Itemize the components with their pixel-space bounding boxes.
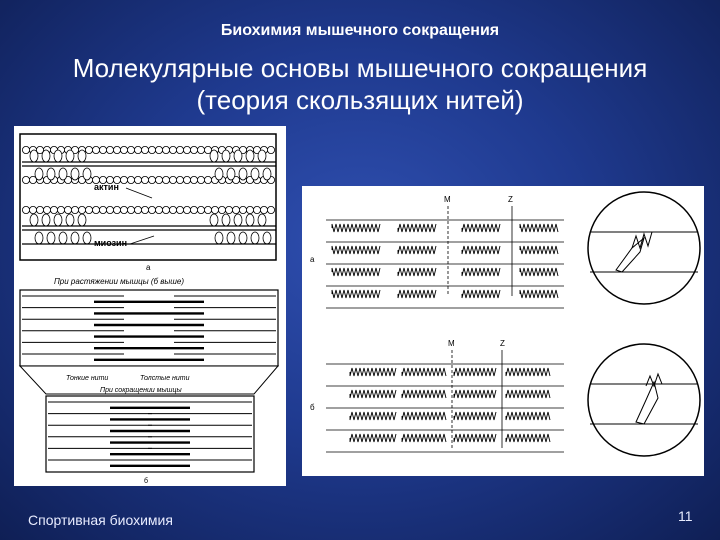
slide-title: Молекулярные основы мышечного сокращения… [0, 52, 720, 116]
caption-a: а [146, 263, 151, 272]
sarcomere-bands-contracted [326, 363, 564, 453]
zoom-circle-contracted [587, 343, 701, 457]
right-figure-svg: M Z а M Z б [310, 191, 701, 457]
label-b: б [310, 403, 315, 412]
caption-b: б [144, 477, 148, 485]
z-label-top: Z [508, 195, 513, 204]
z-label-bottom: Z [500, 339, 505, 348]
stretched-filaments [22, 295, 276, 362]
transition-outline [18, 365, 280, 395]
sliding-filament-diagram: актин миозин а При растяжении мышцы (б в… [14, 126, 286, 486]
cross-bridge-relaxed [615, 236, 645, 273]
myosin-label: миозин [94, 238, 127, 248]
m-label-bottom: M [448, 339, 455, 348]
caption-stretch: При растяжении мышцы (б выше) [54, 277, 184, 286]
left-figure-svg: актин миозин а При растяжении мышцы (б в… [18, 133, 280, 485]
myosin-filaments [22, 149, 276, 245]
page-number: 11 [678, 508, 693, 524]
thin-filaments-label: Тонкие нити [66, 375, 108, 382]
zoom-circle-relaxed [587, 191, 701, 305]
m-label-top: M [444, 195, 451, 204]
slide-header: Биохимия мышечного сокращения [220, 22, 500, 39]
contracted-filaments [48, 401, 252, 467]
title-line-1: Молекулярные основы мышечного сокращения [72, 53, 648, 83]
cross-bridge-contracted [635, 380, 659, 425]
thick-filaments-label: Толстые нити [140, 375, 190, 382]
label-a: а [310, 255, 315, 264]
title-line-2: (теория скользящих нитей) [196, 85, 524, 115]
actin-label: актин [94, 182, 119, 192]
sarcomere-bands-relaxed [326, 219, 564, 309]
electron-micrograph-diagram: M Z а M Z б [302, 186, 704, 476]
footer-course-name: Спортивная биохимия [28, 512, 173, 528]
caption-contract: При сокращении мышцы [100, 387, 182, 394]
